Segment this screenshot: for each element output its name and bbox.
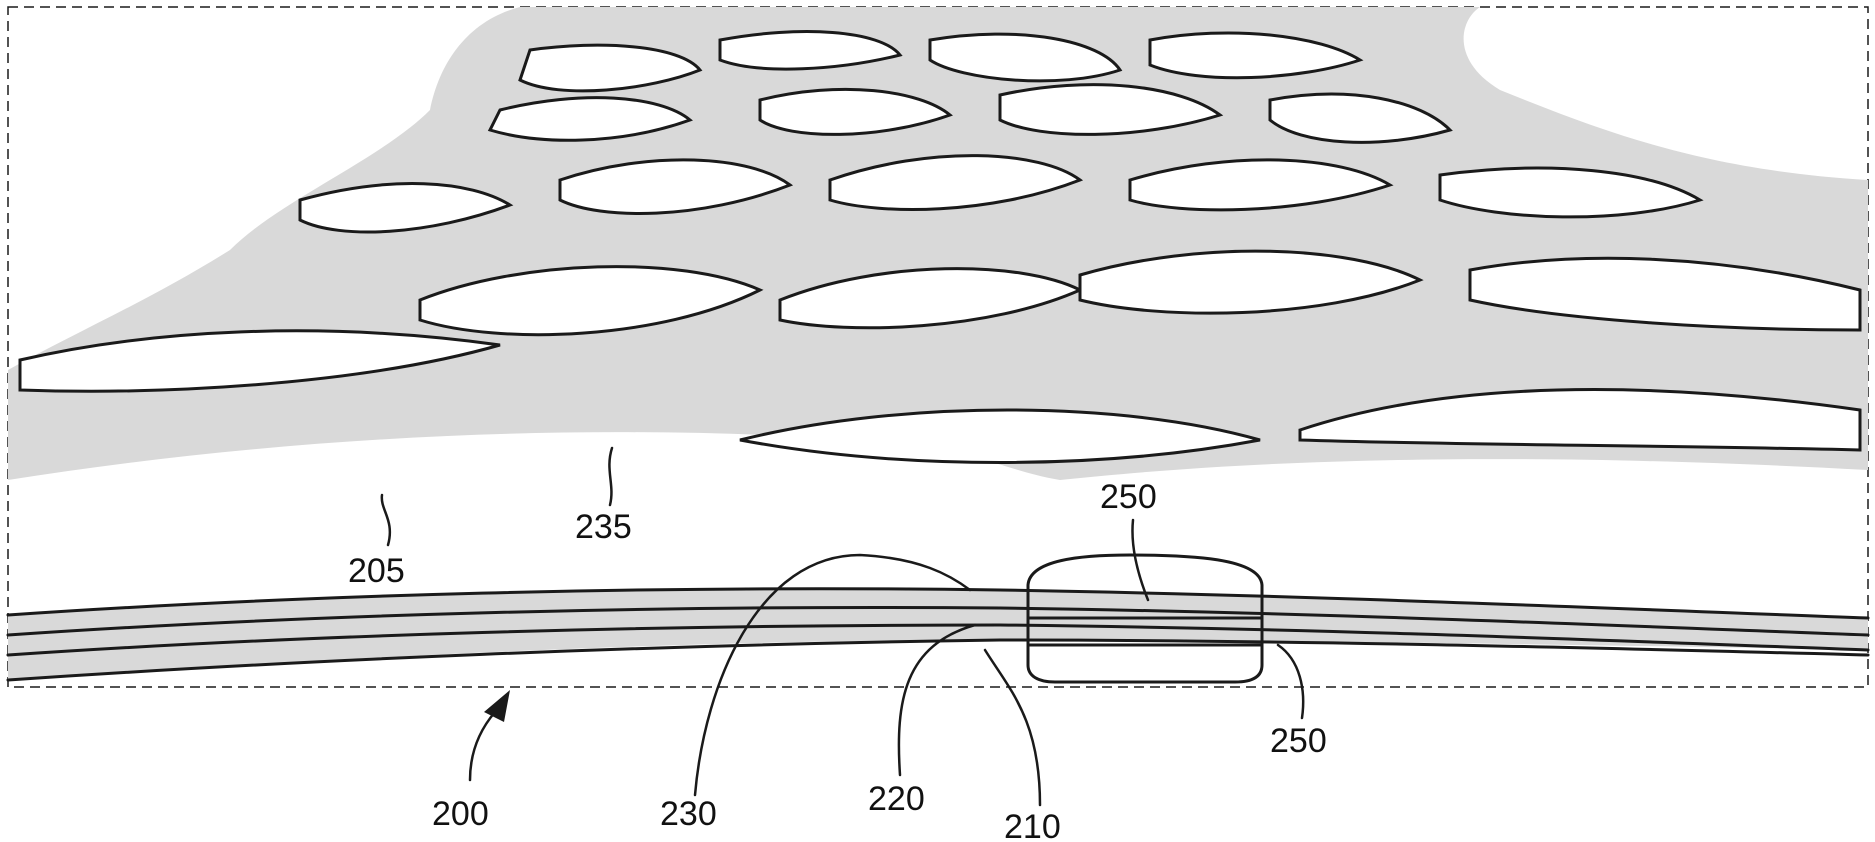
lattice-web <box>8 7 1868 480</box>
arrow-200 <box>470 690 510 780</box>
label-235: 235 <box>575 508 632 546</box>
laminate-layers <box>8 589 1868 680</box>
leader-220 <box>899 625 975 775</box>
leader-205 <box>382 495 390 545</box>
label-205: 205 <box>348 552 405 590</box>
label-200: 200 <box>432 795 489 833</box>
label-250-bottom: 250 <box>1270 722 1327 760</box>
label-210: 210 <box>1004 808 1061 842</box>
label-250-top: 250 <box>1100 478 1157 516</box>
bond-block <box>1028 555 1262 682</box>
leader-250-bottom <box>1278 645 1303 718</box>
leader-235 <box>609 448 612 505</box>
leader-250-top <box>1132 520 1148 600</box>
label-220: 220 <box>868 780 925 818</box>
arrowhead-icon <box>484 690 510 722</box>
label-230: 230 <box>660 795 717 833</box>
